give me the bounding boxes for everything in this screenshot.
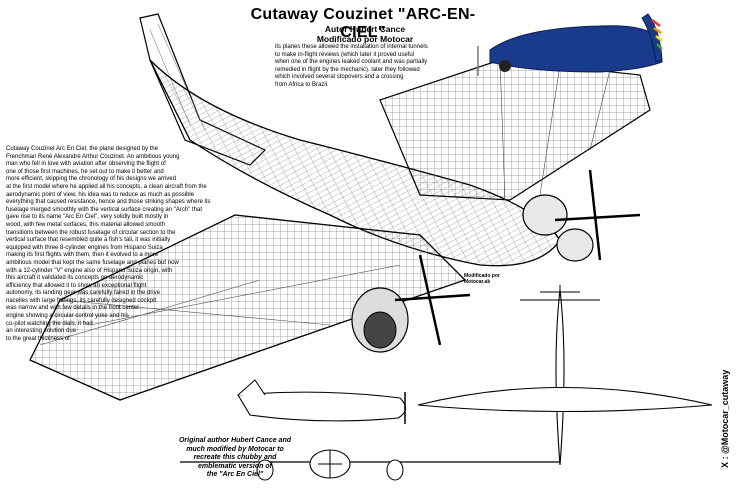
author-line: Autor Hubert Cance: [324, 24, 406, 34]
intro-paragraph: its planes these allowed the installatio…: [275, 44, 428, 88]
aircraft-color-profile: [477, 13, 663, 76]
page-title: Cutaway Couzinet "ARC-EN-CIEL": [250, 6, 476, 41]
aircraft-front-view: [180, 449, 560, 481]
modified-line: Modificado por Motocar: [316, 34, 414, 44]
page-subtitle: Autor Hubert Cance Modificado por Motoca…: [250, 24, 480, 44]
aircraft-side-view: [237, 391, 407, 422]
aircraft-top-view: [417, 285, 713, 466]
description-paragraph: Cutaway Couzinet Arc En Ciel, the plane …: [6, 146, 211, 342]
side-handle-text: X : @Motocar_cutaway: [720, 369, 730, 468]
side-handle: X : @Motocar_cutaway: [720, 370, 743, 478]
credit-note: Original author Hubert Cance and much mo…: [178, 437, 291, 479]
modified-stamp: Modificado por Motocar.ak: [464, 273, 500, 285]
